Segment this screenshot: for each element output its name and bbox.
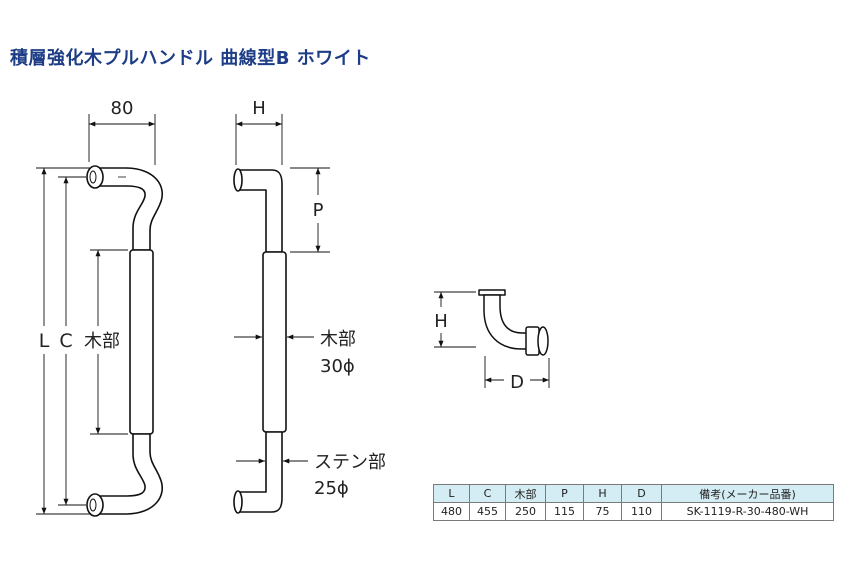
cell-part-number: SK-1119-R-30-480-WH (661, 502, 834, 521)
side-top-mount (233, 168, 243, 192)
col-header-D: D (621, 484, 662, 503)
cell-wood-part: 250 (505, 502, 546, 521)
spec-table-header-row: L C 木部 P H D 備考(メーカー品番) (433, 484, 834, 503)
label-wood-part-side: 木部 (320, 329, 356, 350)
dim-wood-part: 木部 (84, 331, 120, 352)
side-view (233, 168, 287, 514)
label-wood-diameter: 30ϕ (320, 356, 355, 377)
front-view (86, 165, 163, 517)
side-bottom-arm (239, 431, 283, 513)
cell-D: 110 (621, 502, 662, 521)
side-top-arm (239, 169, 283, 253)
dim-H-small: H (434, 311, 448, 332)
cell-C: 455 (469, 502, 506, 521)
dim-D: D (510, 372, 524, 393)
side-bottom-mount (233, 490, 243, 514)
col-header-L: L (433, 484, 470, 503)
top-view-grip-end (537, 326, 549, 356)
table-row: 480 455 250 115 75 110 SK-1119-R-30-480-… (433, 502, 834, 521)
top-view-wood-end (525, 326, 540, 356)
col-header-P: P (545, 484, 584, 503)
cell-L: 480 (433, 502, 470, 521)
col-header-remarks: 備考(メーカー品番) (661, 484, 834, 503)
cell-H: 75 (583, 502, 622, 521)
top-view-bend (483, 294, 531, 350)
side-wood-grip (262, 251, 287, 433)
dim-width-80: 80 (111, 98, 134, 119)
page-title: 積層強化木プルハンドル 曲線型B ホワイト (10, 48, 371, 69)
col-header-wood-part: 木部 (505, 484, 546, 503)
dim-L: L (39, 330, 50, 352)
cell-P: 115 (545, 502, 584, 521)
dim-C: C (59, 330, 72, 352)
col-header-H: H (583, 484, 622, 503)
front-bottom-bend (91, 433, 163, 515)
col-header-C: C (469, 484, 506, 503)
dim-P: P (313, 200, 324, 221)
spec-table: L C 木部 P H D 備考(メーカー品番) 480 455 250 115 … (433, 484, 834, 521)
front-wood-grip (129, 249, 154, 435)
label-steel-part: ステン部 (314, 452, 386, 473)
top-view (478, 289, 549, 356)
label-steel-diameter: 25ϕ (314, 478, 349, 499)
dim-H: H (252, 98, 266, 119)
